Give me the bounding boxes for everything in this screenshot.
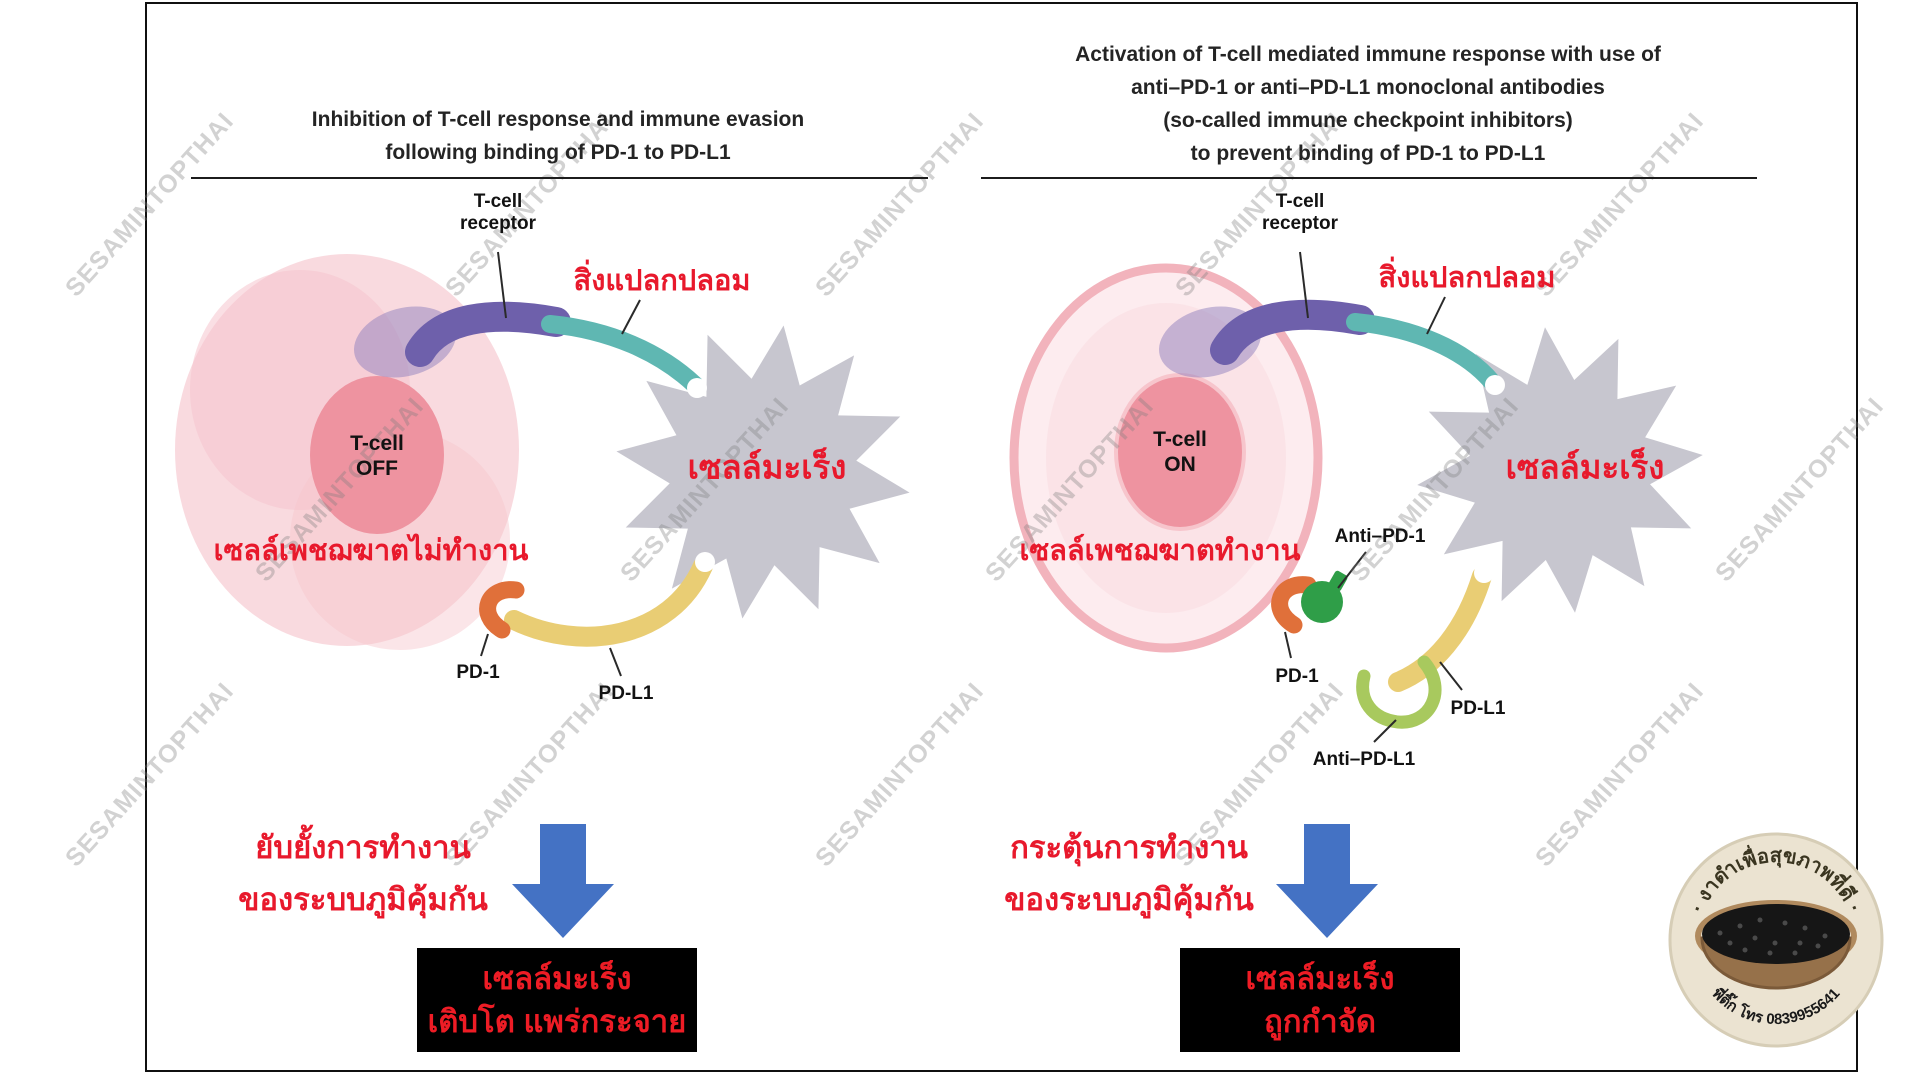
antigen-shape <box>541 315 704 394</box>
pdl1-binding-ball <box>695 552 715 572</box>
leader-lines-left <box>480 251 641 677</box>
pd1-shape <box>1271 576 1317 634</box>
antigen-binding-ball <box>1485 375 1505 395</box>
pdl1-shape <box>1388 566 1492 692</box>
cancer-cell-shape <box>1402 312 1718 628</box>
leader-lines-right <box>1284 251 1463 743</box>
arrow-down-icon <box>512 824 614 938</box>
pd1-shape <box>479 581 525 639</box>
arrow-down-icon <box>1276 824 1378 938</box>
anti-pdl1-shape <box>1356 655 1442 729</box>
t-cell-receptor-shape <box>405 301 571 367</box>
anti-pd1-shape <box>1301 570 1348 623</box>
sesame-logo: · งาดำเพื่อสุขภาพที่ดี · พี่ติ๊ก โทร 083… <box>1668 832 1884 1048</box>
antigen-binding-ball <box>687 378 707 398</box>
pdl1-shape <box>504 556 713 647</box>
seed-texture <box>1717 917 1828 956</box>
sesame-seeds <box>1702 904 1850 964</box>
antigen-shape <box>1346 313 1501 391</box>
t-cell-receptor-shape <box>1210 299 1375 365</box>
pdl1-binding-ball <box>1474 563 1494 583</box>
